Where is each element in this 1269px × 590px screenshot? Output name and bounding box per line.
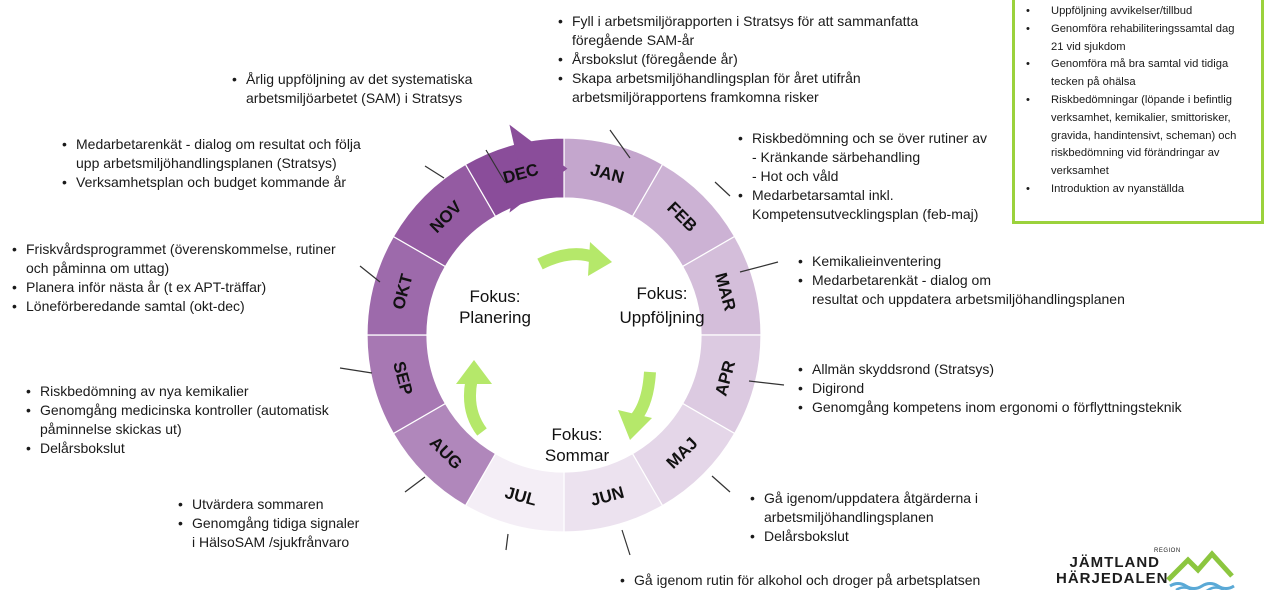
list-item: 21 vid sjukdom (1051, 40, 1126, 53)
list-item: påminnelse skickas ut) (40, 421, 182, 437)
list-item: gravida, handintensivt, scheman) och (1051, 129, 1237, 142)
logo-region-label: REGION (1154, 548, 1181, 554)
block-feb: Riskbedömning och se över rutiner av- Kr… (736, 129, 1012, 224)
cycle-arrowhead (618, 410, 652, 440)
block-jul: Utvärdera sommarenGenomgång tidiga signa… (176, 495, 416, 552)
list-item: Friskvårdsprogrammet (överenskommelse, r… (10, 240, 380, 259)
block-top: Fyll i arbetsmiljörapporten i Stratsys f… (556, 12, 976, 107)
block-apr: Allmän skyddsrond (Stratsys)DigirondGeno… (796, 360, 1236, 417)
list-item: Genomgång tidiga signaler (176, 514, 416, 533)
cycle-arrow (464, 376, 487, 436)
block-sep: Riskbedömning av nya kemikalierGenomgång… (24, 382, 384, 458)
leader-line (404, 476, 426, 493)
list-item: Riskbedömning av nya kemikalier (24, 382, 384, 401)
leader-line (711, 475, 731, 493)
list-item: Genomgång kompetens inom ergonomi o förf… (796, 398, 1236, 417)
list-item: resultat och uppdatera arbetsmiljöhandli… (812, 291, 1125, 307)
focus-sommar-line1: Fokus: (551, 425, 603, 444)
ongoing-tasks-box: Uppföljning avvikelser/tillbudGenomföra … (1012, 0, 1264, 224)
list-item: verksamhet (1051, 165, 1109, 178)
list-item: och påminna om uttag) (26, 260, 170, 276)
focus-planering-line2: Planering (459, 308, 531, 327)
list-item: Årsbokslut (föregående år) (556, 50, 976, 69)
list-item: Gå igenom/uppdatera åtgärderna i (748, 489, 1048, 508)
cycle-arrow (537, 248, 599, 270)
list-item: Genomföra rehabiliteringssamtal dag (1023, 21, 1261, 39)
list-item: Digirond (796, 379, 1236, 398)
logo-line1: JÄMTLAND (1069, 554, 1160, 571)
list-item: upp arbetsmiljöhandlingsplanen (Stratsys… (76, 155, 337, 171)
list-item: Gå igenom rutin för alkohol och droger p… (618, 571, 1038, 590)
list-item: - Kränkande särbehandling (752, 149, 921, 165)
list-item: Delårsbokslut (24, 439, 384, 458)
list-item: Riskbedömning och se över rutiner av (736, 129, 1012, 148)
list-item: Uppföljning avvikelser/tillbud (1023, 3, 1261, 21)
year-arrow-head (509, 124, 568, 213)
list-item: tecken på ohälsa (1051, 76, 1136, 89)
list-item: riskbedömning vid förändringar av (1051, 147, 1220, 160)
list-item: Årlig uppföljning av det systematiska (230, 70, 530, 89)
logo-line2: HÄRJEDALEN (1056, 570, 1169, 587)
list-item: arbetsmiljöhandlingsplanen (764, 509, 934, 525)
list-item: Skapa arbetsmiljöhandlingsplan för året … (556, 69, 976, 88)
focus-uppfoljning-line1: Fokus: (636, 284, 688, 303)
leader-line (339, 367, 373, 374)
list-item: arbetsmiljörapportens framkomna risker (572, 89, 819, 105)
list-item: Medarbetarsamtal inkl. (736, 186, 1012, 205)
focus-sommar-line2: Sommar (544, 446, 610, 465)
leader-line (485, 149, 506, 183)
focus-uppfoljning-line2: Uppföljning (619, 308, 705, 327)
focus-planering-line1: Fokus: (469, 287, 521, 306)
list-item: Allmän skyddsrond (Stratsys) (796, 360, 1236, 379)
list-item: arbetsmiljöarbetet (SAM) i Stratsys (246, 90, 463, 106)
list-item: Genomgång medicinska kontroller (automat… (24, 401, 384, 420)
list-item: Delårsbokslut (748, 527, 1048, 546)
list-item: Utvärdera sommaren (176, 495, 416, 514)
mountain-icon (1166, 550, 1235, 590)
block-mar: KemikalieinventeringMedarbetarenkät - di… (796, 252, 1176, 309)
block-jun: Gå igenom rutin för alkohol och droger p… (618, 571, 1038, 590)
leader-line (505, 533, 509, 551)
list-item: i HälsoSAM /sjukfrånvaro (192, 534, 350, 550)
focus-sommar: Fokus: Sommar (522, 424, 632, 466)
leader-line (739, 261, 779, 273)
leader-line (424, 165, 445, 179)
list-item: Riskbedömningar (löpande i befintlig (1023, 92, 1261, 110)
list-item: Genomföra må bra samtal vid tidiga (1023, 56, 1261, 74)
list-item: Medarbetarenkät - dialog om (796, 271, 1176, 290)
block-sam: Årlig uppföljning av det systematiskaarb… (230, 70, 530, 108)
leader-line (621, 529, 631, 556)
focus-planering: Fokus: Planering (440, 286, 550, 328)
leader-line (748, 380, 785, 386)
cycle-arrowhead (456, 360, 492, 384)
list-item: Verksamhetsplan och budget kommande år (60, 173, 420, 192)
focus-uppfoljning: Fokus: Uppföljning (606, 283, 718, 328)
list-item: verksamhet, kemikalier, smittorisker, (1051, 111, 1231, 124)
block-okt: Friskvårdsprogrammet (överenskommelse, r… (10, 240, 380, 316)
list-item: Medarbetarenkät - dialog om resultat och… (60, 135, 420, 154)
list-item: Kemikalieinventering (796, 252, 1176, 271)
ongoing-tasks-list: Uppföljning avvikelser/tillbudGenomföra … (1023, 3, 1261, 199)
list-item: Planera inför nästa år (t ex APT-träffar… (10, 278, 380, 297)
leader-line (609, 129, 631, 159)
list-item: föregående SAM-år (572, 32, 695, 48)
list-item: - Hot och våld (752, 168, 839, 184)
cycle-arrowhead (588, 242, 612, 276)
block-nov: Medarbetarenkät - dialog om resultat och… (60, 135, 420, 192)
leader-line (714, 181, 731, 197)
list-item: Introduktion av nyanställda (1023, 181, 1261, 199)
list-item: Kompetensutvecklingsplan (feb-maj) (752, 206, 979, 222)
list-item: Fyll i arbetsmiljörapporten i Stratsys f… (556, 12, 976, 31)
block-maj: Gå igenom/uppdatera åtgärderna iarbetsmi… (748, 489, 1048, 546)
cycle-arrow (629, 371, 656, 425)
list-item: Löneförberedande samtal (okt-dec) (10, 297, 380, 316)
region-logo: REGION JÄMTLAND HÄRJEDALEN (1056, 544, 1266, 590)
